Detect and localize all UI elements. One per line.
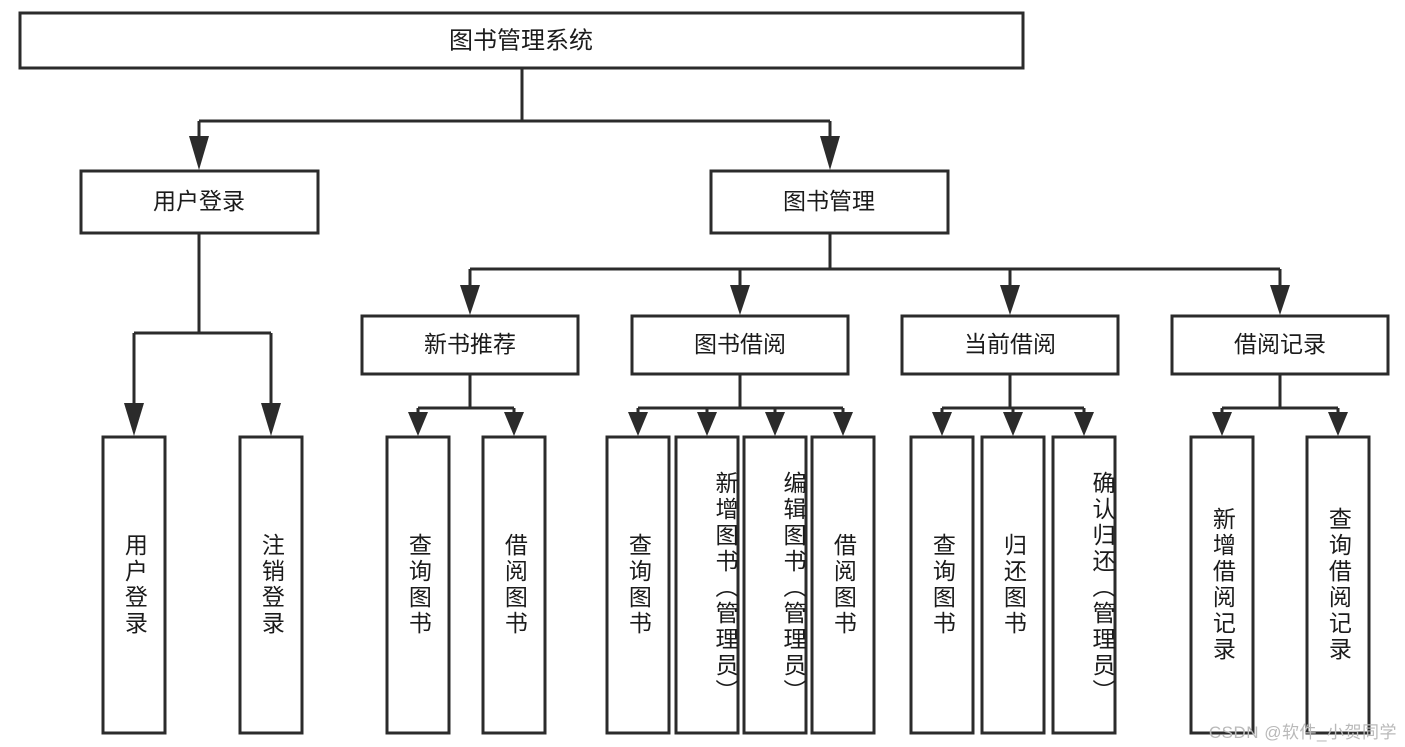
arrow-head-leaf-add-book — [697, 412, 717, 436]
node-leaf-borrow-book-1-box[interactable] — [481, 435, 547, 735]
arrow-head-leaf-query-record — [1328, 412, 1348, 436]
arrow-head-borrow-record — [1270, 285, 1290, 315]
node-new-book-recommend-box[interactable] — [360, 314, 580, 376]
node-root[interactable]: 图书管理系统 — [18, 11, 1025, 70]
node-leaf-query-record-box[interactable] — [1305, 435, 1371, 735]
arrow-head-leaf-borrow-book-1 — [504, 412, 524, 436]
node-leaf-add-record-box[interactable] — [1189, 435, 1255, 735]
node-book-borrow[interactable]: 图书借阅 — [630, 314, 850, 376]
node-leaf-query-book-3-box[interactable] — [909, 435, 975, 735]
arrow-head-leaf-borrow-book-2 — [833, 412, 853, 436]
arrow-head-leaf-return-book — [1003, 412, 1023, 436]
csdn-watermark: CSDN @软件_小贺同学 — [1208, 723, 1397, 742]
node-new-book-recommend-label: 新书推荐 — [424, 331, 516, 357]
connector-group-root — [189, 68, 840, 170]
arrow-head-leaf-logout — [261, 403, 281, 436]
node-leaf-edit-book-box[interactable] — [742, 435, 808, 735]
node-new-book-recommend[interactable]: 新书推荐 — [360, 314, 580, 376]
node-leaf-logout-box[interactable] — [238, 435, 304, 735]
node-leaf-confirm-return-box[interactable] — [1051, 435, 1117, 735]
node-leaf-add-book-box[interactable] — [674, 435, 740, 735]
node-leaf-query-book-1-box[interactable] — [385, 435, 451, 735]
node-borrow-record[interactable]: 借阅记录 — [1170, 314, 1390, 376]
arrow-head-leaf-user-login — [124, 403, 144, 436]
connector-group-new-book-recommend — [408, 374, 524, 436]
node-user-login-label: 用户登录 — [153, 188, 245, 214]
node-book-manage-box[interactable] — [709, 169, 950, 235]
node-book-borrow-box[interactable] — [630, 314, 850, 376]
node-book-manage[interactable]: 图书管理 — [709, 169, 950, 235]
connector-group-book-manage — [460, 233, 1290, 315]
node-current-borrow-box[interactable] — [900, 314, 1120, 376]
arrow-head-book-manage — [820, 136, 840, 170]
arrow-head-leaf-confirm-return — [1074, 412, 1094, 436]
node-leaf-query-book-2-box[interactable] — [605, 435, 671, 735]
connector-group-current-borrow — [932, 374, 1094, 436]
node-current-borrow[interactable]: 当前借阅 — [900, 314, 1120, 376]
arrow-head-leaf-edit-book — [765, 412, 785, 436]
arrow-head-user-login — [189, 136, 209, 170]
node-borrow-record-label: 借阅记录 — [1234, 331, 1326, 357]
arrow-head-book-borrow — [730, 285, 750, 315]
node-leaf-user-login-box[interactable] — [101, 435, 167, 735]
node-book-borrow-label: 图书借阅 — [694, 331, 786, 357]
node-root-label: 图书管理系统 — [449, 27, 593, 54]
arrow-head-leaf-query-book-2 — [628, 412, 648, 436]
node-leaf-return-book-box[interactable] — [980, 435, 1046, 735]
connector-group-user-login — [124, 233, 281, 436]
connector-group-book-borrow — [628, 374, 853, 436]
arrow-head-leaf-query-book-3 — [932, 412, 952, 436]
connector-group-borrow-record — [1212, 374, 1348, 436]
node-borrow-record-box[interactable] — [1170, 314, 1390, 376]
node-root-box[interactable] — [18, 11, 1025, 70]
node-user-login-box[interactable] — [79, 169, 320, 235]
node-current-borrow-label: 当前借阅 — [964, 331, 1056, 357]
arrow-head-leaf-query-book-1 — [408, 412, 428, 436]
node-leaf-borrow-book-2-box[interactable] — [810, 435, 876, 735]
arrow-head-new-book-recommend — [460, 285, 480, 315]
node-user-login[interactable]: 用户登录 — [79, 169, 320, 235]
arrow-head-leaf-add-record — [1212, 412, 1232, 436]
arrow-head-current-borrow — [1000, 285, 1020, 315]
node-book-manage-label: 图书管理 — [783, 188, 875, 214]
leaf-box-group — [101, 435, 1371, 735]
